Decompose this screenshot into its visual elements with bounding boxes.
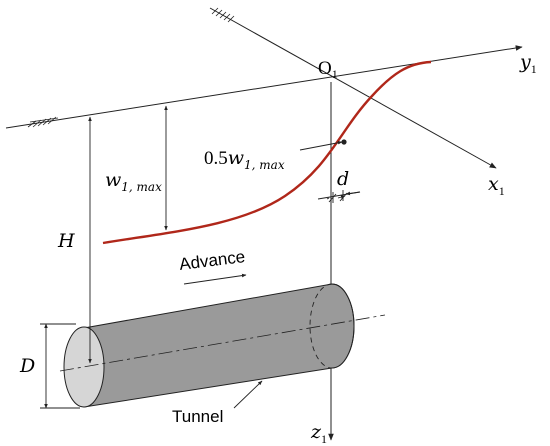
d-label: d — [337, 168, 349, 190]
D-label: D — [19, 355, 35, 377]
H-label: H — [57, 230, 75, 252]
half-w-leader — [299, 140, 343, 151]
tunnel-label: Tunnel — [172, 407, 223, 426]
x1-axis-line — [209, 7, 497, 169]
origin-label: O1 — [318, 58, 338, 81]
x-axis-label: x1 — [488, 173, 505, 198]
z-axis-label: z1 — [310, 421, 327, 446]
w-max-label: w1, max — [105, 169, 162, 194]
tunnel — [59, 283, 386, 408]
tunnel-rear-face-hidden — [309, 283, 333, 369]
tunnel-rear-face-visible — [331, 283, 355, 369]
inflection-point-dot — [341, 139, 347, 145]
d-dimension — [317, 190, 361, 203]
settlement-curve — [102, 60, 432, 245]
ground-hatch-top — [211, 7, 235, 23]
ground-hatch-left — [27, 116, 59, 128]
advance-label: Advance — [178, 247, 246, 274]
y-axis-label: y1 — [519, 51, 537, 76]
tunnel-front-face — [63, 326, 105, 408]
tunnel-leader — [233, 380, 263, 409]
half-w-label: 0.5w1, max — [204, 147, 285, 172]
ground-surface-line — [5, 45, 523, 129]
tunnel-centerline — [59, 314, 386, 372]
advance-arrow — [183, 273, 247, 285]
